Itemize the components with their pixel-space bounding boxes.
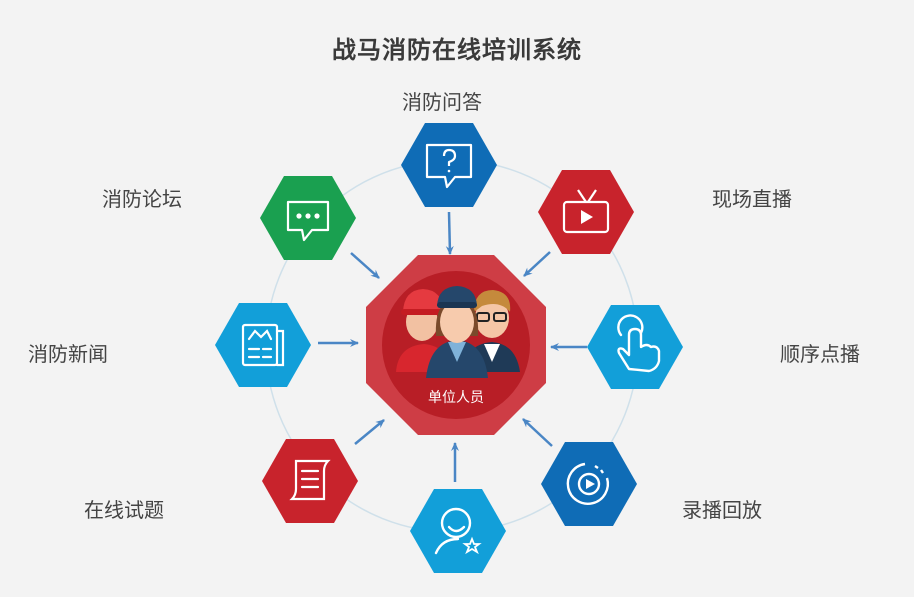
module-replay[interactable] xyxy=(541,442,637,526)
label-news: 消防新闻 xyxy=(28,342,108,366)
woman-figure xyxy=(426,286,488,378)
page-title: 战马消防在线培训系统 xyxy=(332,36,582,64)
arrow-forum xyxy=(350,252,380,279)
tv-icon xyxy=(562,189,610,234)
scroll-icon xyxy=(289,459,331,501)
question-bubble-icon xyxy=(425,143,473,189)
module-live[interactable] xyxy=(538,170,634,254)
arrow-replay xyxy=(522,418,553,447)
label-forum: 消防论坛 xyxy=(102,187,182,211)
module-exam[interactable] xyxy=(262,439,358,523)
tap-hand-icon xyxy=(617,314,661,373)
module-vod[interactable] xyxy=(587,305,683,389)
label-qa: 消防问答 xyxy=(402,90,482,114)
chat-bubble-icon xyxy=(286,200,330,242)
newspaper-icon xyxy=(241,323,285,367)
user-star-icon xyxy=(434,507,482,555)
center-node: 单位人员 xyxy=(366,255,546,435)
label-exam: 在线试题 xyxy=(84,498,164,522)
arrow-exam xyxy=(354,419,385,445)
module-qa[interactable] xyxy=(401,123,497,207)
label-live: 现场直播 xyxy=(712,187,792,211)
arrow-live xyxy=(523,251,551,277)
module-user[interactable] xyxy=(410,489,506,573)
arrow-qa xyxy=(445,211,454,255)
arrows xyxy=(318,211,587,482)
label-vod: 顺序点播 xyxy=(780,342,860,366)
module-news[interactable] xyxy=(215,303,311,387)
label-replay: 录播回放 xyxy=(682,498,762,522)
module-forum[interactable] xyxy=(260,176,356,260)
center-label: 单位人员 xyxy=(428,390,484,406)
replay-icon xyxy=(566,462,610,505)
